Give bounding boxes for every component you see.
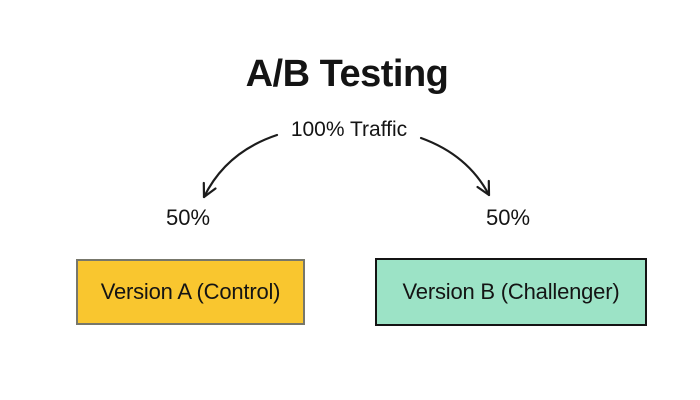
right-arrowhead-icon [476,179,491,197]
left-arrow-curve [202,133,279,199]
version-a-label: Version A (Control) [100,279,281,304]
left-arrowhead-icon [202,181,217,199]
version-b-label: Version B (Challenger) [402,279,620,304]
version-b-box: Version B (Challenger) [375,258,647,326]
right-arrow-curve [419,136,491,197]
diagram-title: A/B Testing [245,53,449,95]
right-split-arrow [419,136,491,197]
version-a-box: Version A (Control) [76,259,305,325]
left-split-arrow [202,133,279,199]
traffic-label: 100% Traffic [290,118,408,141]
split-left-label: 50% [165,205,211,230]
split-right-label: 50% [485,205,531,230]
